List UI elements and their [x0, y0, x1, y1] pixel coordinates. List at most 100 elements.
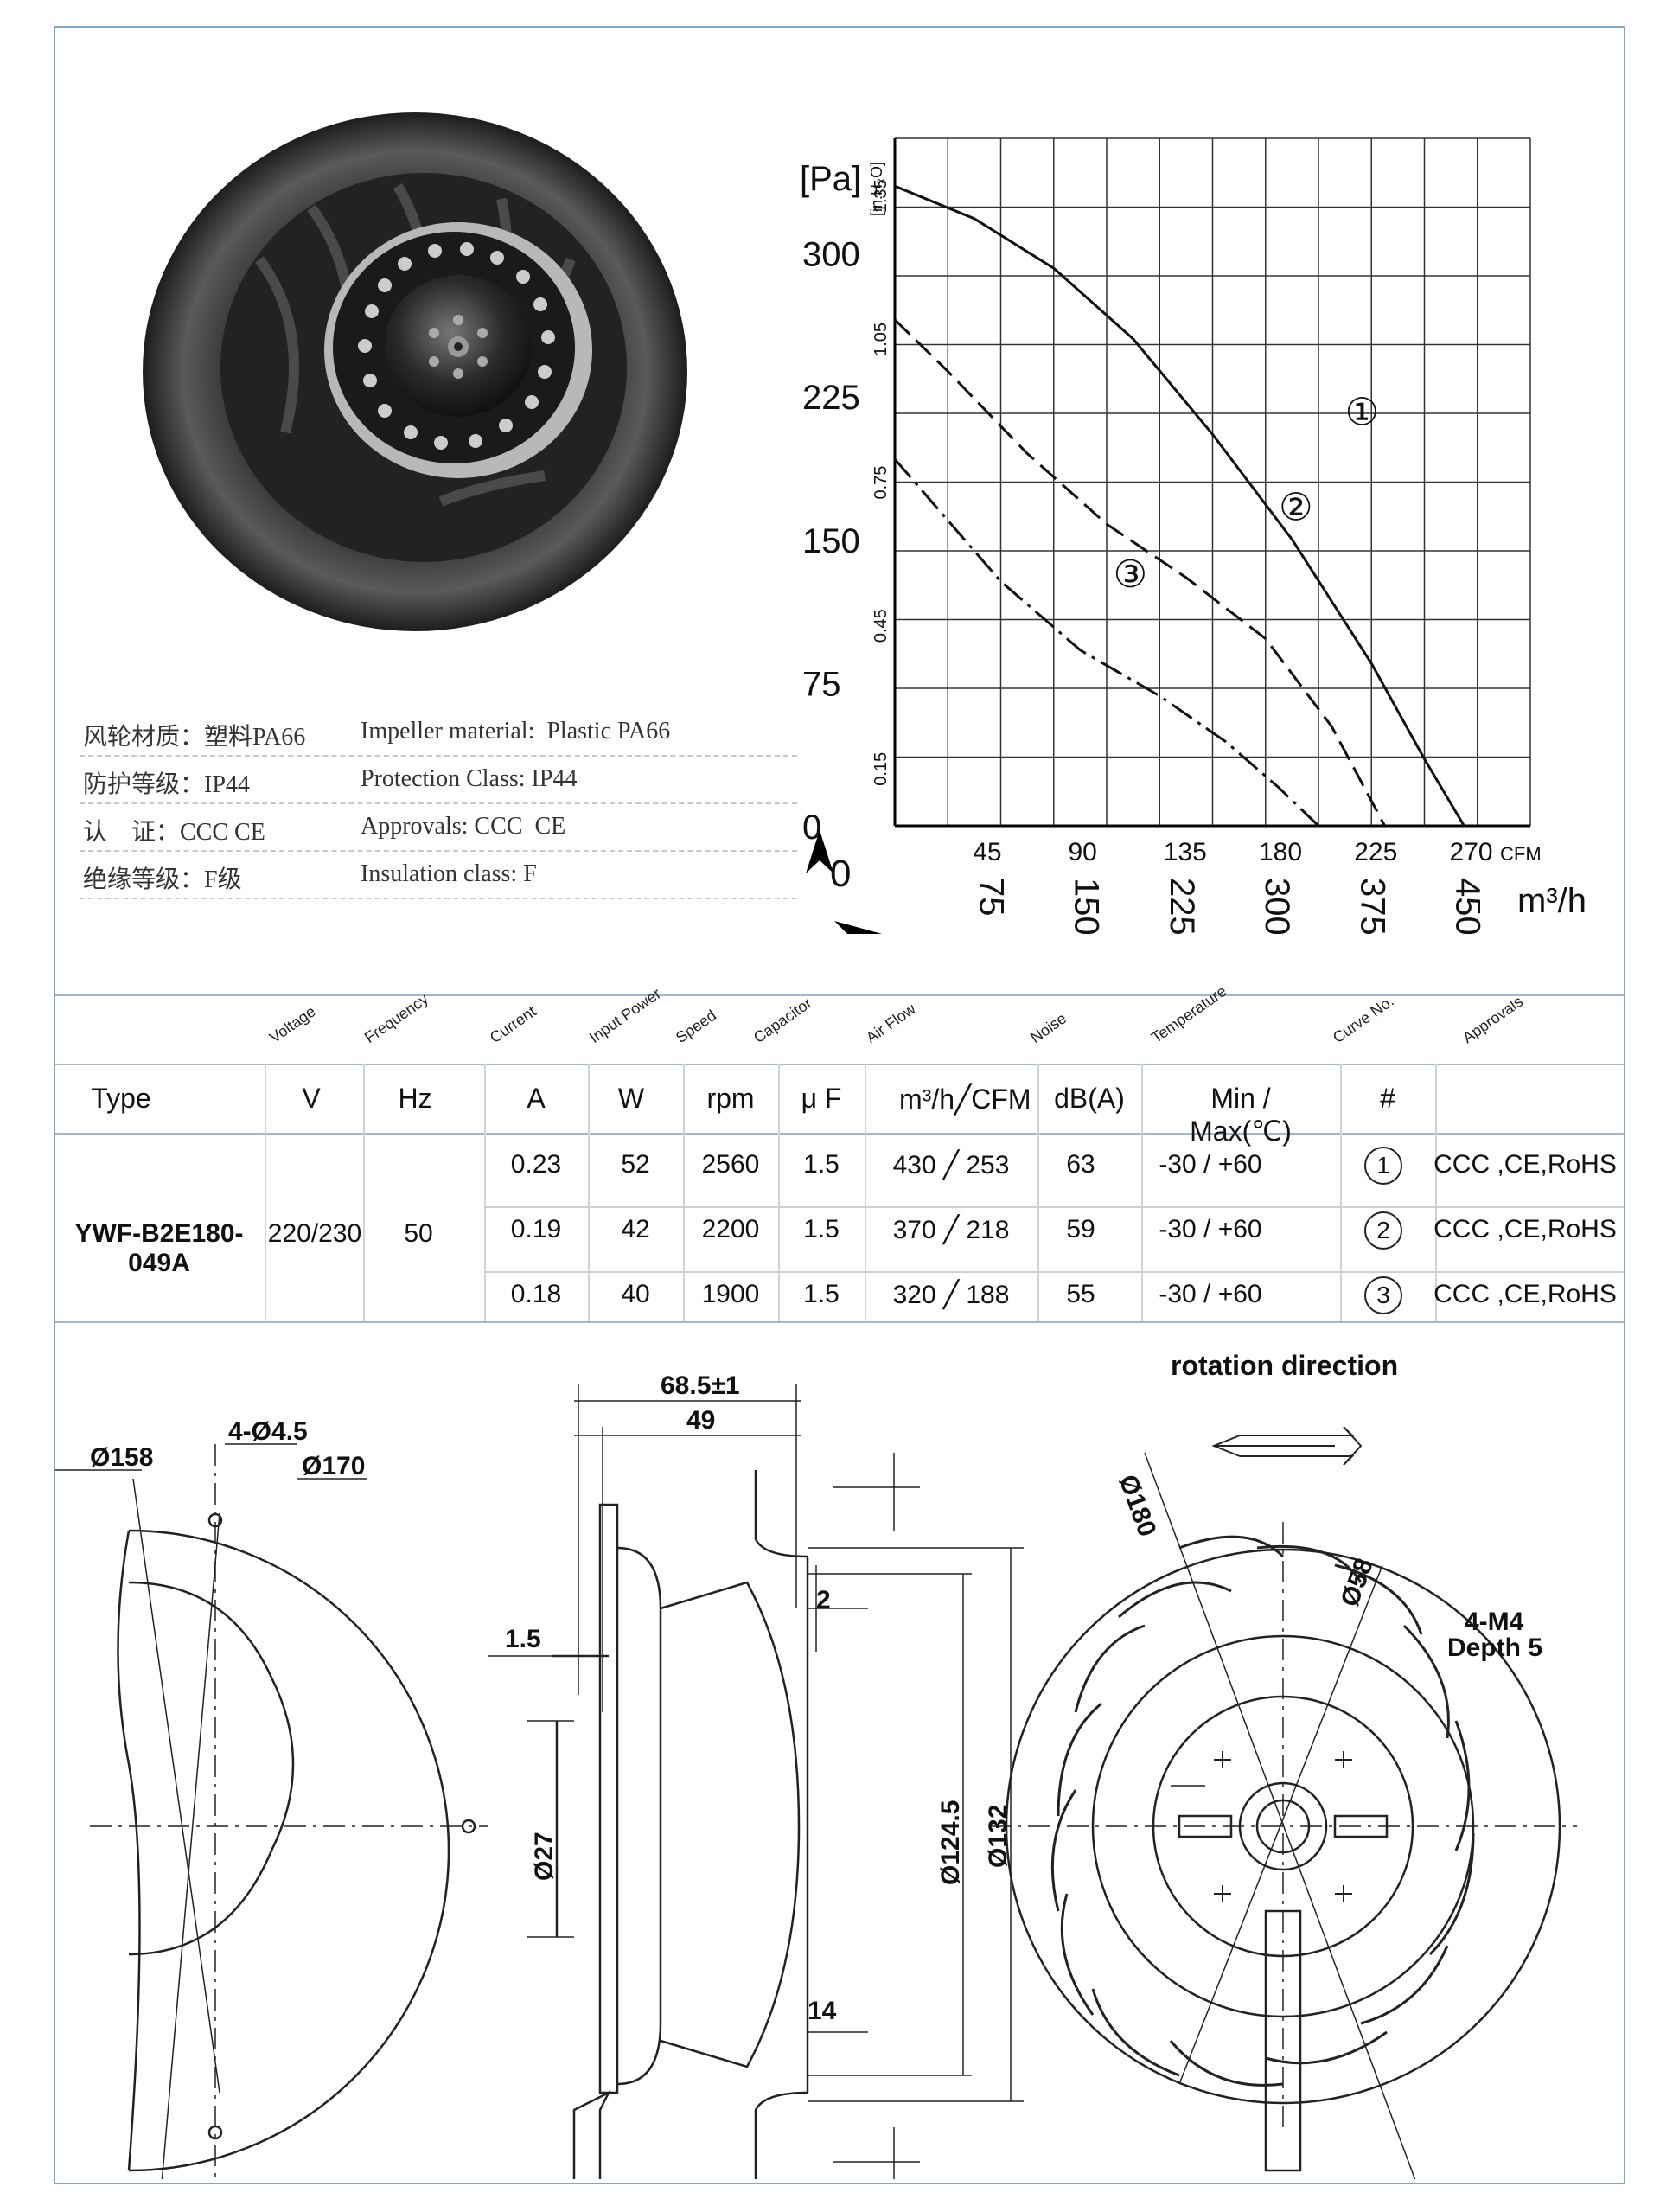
divider: [55, 1321, 1624, 1323]
approvals-value: CCC ,CE,RoHS: [1433, 1280, 1617, 1308]
x-tick-m3h: 75: [972, 878, 1010, 917]
x-tick-cfm: 225: [1354, 838, 1397, 866]
y-tick-label: 75: [802, 665, 841, 703]
temperature-value: -30 / +60: [1159, 1280, 1262, 1308]
x-tick-cfm: 270: [1450, 838, 1493, 866]
unit-cell: Type: [91, 1083, 151, 1114]
dim-thickness: 1.5: [505, 1625, 541, 1653]
technical-drawings: Ø158 4-Ø4.5 Ø170 68.5±1 49 1.5 2 14 rota…: [55, 1350, 1577, 2179]
dim-d170: Ø170: [302, 1452, 365, 1480]
approvals-value: CCC ,CE,RoHS: [1433, 1215, 1617, 1243]
speed-value: 2560: [701, 1150, 760, 1179]
table-col-line: [588, 1064, 590, 1323]
table-col-line: [1340, 1064, 1342, 1323]
spec-cn: 认 证：CCC CE: [83, 819, 265, 846]
y-arrow: [806, 830, 833, 873]
page-frame: [54, 26, 1625, 2184]
x-tick-m3h: 225: [1163, 878, 1201, 934]
dim-d158: Ø158: [90, 1443, 153, 1472]
table-col-line: [363, 1064, 365, 1323]
x-tick-cfm: 180: [1259, 838, 1302, 866]
dim-d124: Ø124.5: [936, 1800, 965, 1885]
table-line: [55, 1133, 1624, 1135]
unit-cell: m³/h╱CFM: [899, 1084, 1031, 1115]
unit-cell: W: [617, 1083, 645, 1114]
approvals-value: CCC ,CE,RoHS: [1433, 1150, 1617, 1179]
frequency-value: 50: [404, 1219, 433, 1248]
x-tick-cfm: 90: [1069, 838, 1097, 866]
noise-value: 55: [1066, 1280, 1095, 1308]
dim-width2: 49: [686, 1406, 715, 1435]
performance-chart: [Pa][in.H₂O]3002251507501.351.050.750.45…: [800, 137, 1587, 934]
table-col-line: [1038, 1064, 1039, 1323]
y2-tick-label: 1.05: [872, 323, 891, 356]
table-col-line: [1141, 1064, 1143, 1323]
x-tick-m3h: 150: [1068, 878, 1106, 934]
capacitor-value: 1.5: [803, 1280, 840, 1308]
voltage-value: 220/230: [267, 1219, 362, 1248]
noise-value: 59: [1066, 1215, 1095, 1243]
curve-number: 3: [1340, 1276, 1427, 1314]
dim-holes: 4-Ø4.5: [228, 1417, 308, 1446]
table-col-line: [865, 1064, 866, 1323]
x-unit-m3h: m³/h: [1517, 882, 1587, 920]
speed-value: 1900: [701, 1280, 760, 1308]
y2-tick-label: 0.15: [872, 752, 891, 786]
spec-row-impeller: 风轮材质：塑料PA66 Impeller material: Plastic P…: [80, 709, 797, 757]
noise-value: 63: [1066, 1150, 1095, 1179]
y-tick-label: 0: [802, 809, 821, 847]
model-name: YWF-B2E180-049A: [74, 1219, 244, 1277]
unit-cell: A: [527, 1083, 546, 1114]
spec-en: Protection Class: IP44: [361, 765, 578, 792]
table-col-line: [683, 1064, 685, 1323]
y2-tick-label: 0.45: [872, 609, 891, 643]
unit-cell: Hz: [398, 1083, 432, 1114]
airflow-value: 370 ╱ 218: [892, 1216, 1010, 1244]
dim-d27: Ø27: [530, 1832, 559, 1881]
spec-en: Approvals: CCC CE: [361, 813, 566, 840]
current-value: 0.19: [510, 1215, 562, 1243]
y-tick-label: 225: [802, 379, 860, 417]
x-arrow: [834, 921, 882, 934]
dim-m4: 4-M4: [1465, 1608, 1524, 1636]
x-tick-m3h: 375: [1353, 878, 1391, 934]
curve-label-1: ①: [1345, 391, 1379, 433]
spec-row-protection: 防护等级：IP44 Protection Class: IP44: [80, 757, 797, 804]
unit-cell: dB(A): [1054, 1083, 1125, 1114]
spec-cn: 防护等级：IP44: [83, 771, 250, 798]
table-col-line: [1435, 1064, 1437, 1323]
x-tick-m3h: 450: [1449, 878, 1487, 934]
airflow-value: 430 ╱ 253: [892, 1151, 1010, 1180]
series-line-2: [893, 318, 1386, 827]
series-line-3: [893, 458, 1320, 828]
dim-depth: Depth 5: [1447, 1633, 1542, 1662]
table-col-line: [778, 1064, 780, 1323]
unit-cell: rpm: [706, 1083, 755, 1114]
y-tick-label: 150: [802, 522, 860, 560]
curve-label-2: ②: [1279, 487, 1312, 529]
table-col-line: [265, 1064, 266, 1323]
y-axis-label: [Pa]: [800, 160, 861, 198]
y2-axis-label: [in.H₂O]: [868, 162, 885, 216]
curve-number: 1: [1340, 1147, 1427, 1185]
current-value: 0.18: [510, 1280, 562, 1308]
spec-cn: 风轮材质：塑料PA66: [83, 724, 306, 751]
table-col-line: [484, 1064, 486, 1323]
dim-14: 14: [808, 1997, 837, 2025]
divider: [55, 994, 1624, 996]
temperature-value: -30 / +60: [1159, 1150, 1262, 1179]
unit-cell: V: [302, 1083, 321, 1114]
y2-tick-label: 1.35: [872, 179, 891, 213]
table-line: [55, 1064, 1624, 1065]
power-value: 52: [621, 1150, 650, 1179]
capacitor-value: 1.5: [803, 1150, 840, 1179]
dim-width: 68.5±1: [661, 1371, 740, 1400]
spec-cn: 绝缘等级：F级: [83, 866, 242, 893]
power-value: 42: [621, 1215, 650, 1243]
current-value: 0.23: [510, 1150, 562, 1179]
origin-label: 0: [830, 853, 851, 895]
y2-tick-label: 0.75: [872, 466, 891, 500]
x-unit-cfm: CFM: [1500, 843, 1542, 865]
spec-en: Impeller material: Plastic PA66: [361, 718, 671, 745]
